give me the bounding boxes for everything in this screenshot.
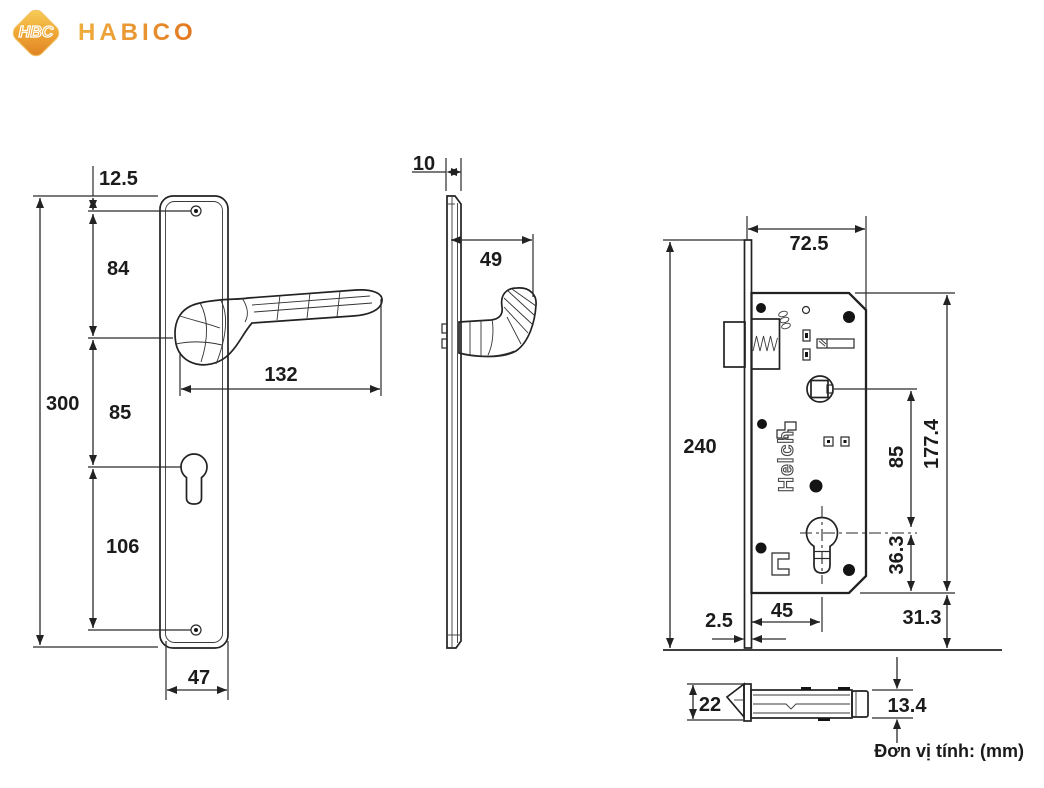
lever-handle-front	[174, 289, 383, 366]
side-view-drawing: 10 49	[412, 153, 537, 649]
cylinder-hole	[800, 506, 917, 584]
latch-bolt-drawing: 22 13.4	[687, 657, 927, 743]
latch-wedge-head	[725, 682, 745, 720]
dim-plate-width: 47	[188, 667, 210, 689]
dim-faceplate-thickness: 2.5	[705, 610, 733, 632]
dim-plate-top-to-screw: 12.5	[99, 168, 138, 190]
dim-bottom-margin: 31.3	[903, 607, 942, 629]
dim-faceplate-height: 240	[683, 436, 716, 458]
dim-latch-flange-width: 22	[699, 694, 721, 716]
dim-screw-to-handle: 84	[107, 258, 130, 280]
logo-monogram: HBC	[18, 23, 54, 41]
dim-body-width: 72.5	[790, 233, 829, 255]
top-screw-hole	[190, 205, 202, 217]
lock-brand-engraving: Helch	[775, 430, 798, 492]
back-plate	[159, 195, 229, 649]
habico-logo-icon: HBC	[8, 4, 64, 62]
keyhole-cutout	[180, 453, 208, 505]
dim-follower-to-cylinder: 85	[886, 446, 908, 468]
latch-flange	[743, 683, 752, 722]
dim-latch-bolt-height: 13.4	[888, 695, 928, 717]
dim-plate-height: 300	[46, 393, 79, 415]
dim-plate-thickness: 10	[413, 153, 435, 175]
dim-cylinder-to-bottom-screw: 106	[106, 536, 139, 558]
dim-cylinder-to-bottom: 36.3	[886, 536, 908, 575]
plate-side-profile	[446, 195, 462, 649]
latch-end-cap	[851, 690, 869, 718]
front-view-drawing: 12.5 84 300 85 106 132 47	[33, 166, 383, 700]
screw-stub	[441, 338, 448, 349]
dim-body-height: 177.4	[921, 418, 943, 469]
latch-spring	[752, 335, 778, 352]
latch-parting-line	[753, 703, 850, 710]
lock-body-drawing: Helch 72.5 240 177.4 85 36.3	[663, 216, 1002, 651]
lock-case	[750, 291, 868, 595]
dim-handle-to-cylinder: 85	[109, 402, 131, 424]
bottom-screw-hole	[190, 624, 202, 636]
spindle-stub	[441, 323, 448, 334]
latch-bolt-tail	[750, 318, 781, 370]
brand-header: HBC HABICO	[8, 2, 197, 64]
dim-handle-length: 132	[264, 364, 297, 386]
mechanism-details	[771, 305, 855, 576]
unit-note: Đơn vị tính: (mm)	[874, 741, 1024, 761]
dim-backset: 45	[771, 600, 793, 622]
lever-handle-side	[458, 287, 537, 358]
spindle-follower	[806, 375, 834, 403]
latch-bolt-head	[723, 321, 746, 368]
brand-name: HABICO	[78, 19, 197, 46]
rivets	[755, 303, 855, 576]
dim-handle-depth: 49	[480, 249, 502, 271]
